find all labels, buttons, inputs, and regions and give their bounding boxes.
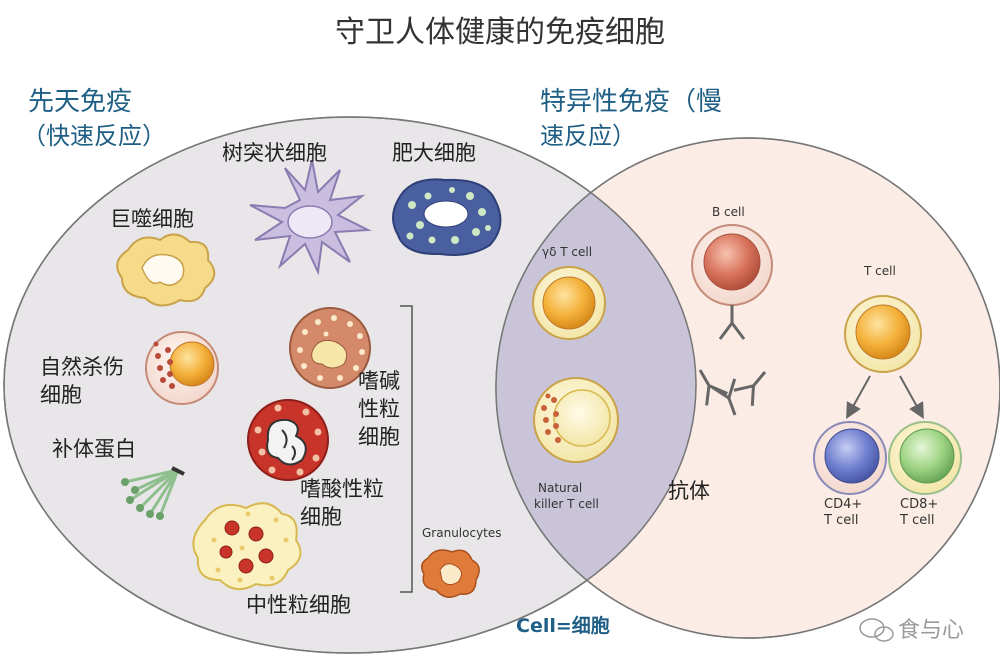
innate-subheading: （快速反应） [22, 122, 166, 150]
watermark-text: 食与心 [898, 618, 964, 643]
cd4-t-cell-icon [813, 421, 887, 495]
arrow-to-cd4 [846, 375, 871, 419]
cd8-label-line2: T cell [899, 513, 934, 528]
antibody-label: 抗体 [668, 479, 710, 503]
b-cell-icon [691, 224, 773, 306]
nkt-cell-icon [533, 377, 619, 463]
t-cell-icon [844, 295, 922, 373]
cd8-label-line1: CD8+ [900, 497, 938, 512]
mast-cell-icon [392, 178, 502, 256]
granulocytes-bracket [400, 305, 413, 593]
page-title: 守卫人体健康的免疫细胞 [335, 15, 665, 50]
nk-cell-icon [145, 331, 219, 405]
dendritic-cell-icon [249, 159, 372, 276]
innate-heading: 先天免疫 [28, 87, 132, 117]
complement-protein-icon [121, 466, 185, 520]
cd8-t-cell-icon [888, 421, 962, 495]
adaptive-heading: 特异性免疫（慢 [540, 87, 722, 117]
nkt-cell-label-line2: killer T cell [534, 497, 599, 511]
nk-cell-label-line1: 自然杀伤 [40, 355, 124, 379]
adaptive-subheading: 速反应） [540, 122, 636, 150]
neutrophil-icon [192, 502, 302, 591]
b-cell-label: B cell [712, 205, 745, 219]
overlap-region [496, 138, 696, 638]
basophil-label-line1: 嗜碱 [358, 369, 400, 393]
complement-protein-label: 补体蛋白 [52, 437, 136, 461]
eosinophil-label-line1: 嗜酸性粒 [300, 477, 384, 501]
mast-cell-label: 肥大细胞 [392, 141, 476, 165]
basophil-icon [289, 307, 371, 389]
eosinophil-label-line2: 细胞 [300, 505, 342, 529]
nkt-cell-label-line1: Natural [538, 481, 582, 495]
wechat-icon [859, 618, 894, 642]
dendritic-cell-label: 树突状细胞 [222, 141, 327, 165]
basophil-label-line3: 细胞 [358, 425, 400, 449]
arrow-to-cd8 [899, 375, 924, 419]
macrophage-icon [116, 233, 216, 307]
macrophage-label: 巨噬细胞 [110, 207, 194, 231]
gamma-delta-t-cell-label: γδ T cell [542, 245, 592, 259]
nk-cell-label-line2: 细胞 [40, 383, 82, 407]
t-cell-label: T cell [863, 264, 896, 278]
cd4-label-line1: CD4+ [824, 497, 862, 512]
granulocyte-icon [421, 549, 480, 598]
cell-note: Cell=细胞 [516, 614, 610, 637]
granulocytes-label: Granulocytes [422, 526, 502, 540]
basophil-label-line2: 性粒 [358, 397, 400, 421]
eosinophil-icon [247, 399, 329, 481]
cd4-label-line2: T cell [823, 513, 858, 528]
antibody-icon [698, 305, 767, 416]
neutrophil-label: 中性粒细胞 [246, 593, 351, 617]
gamma-delta-t-cell-icon [532, 266, 606, 340]
